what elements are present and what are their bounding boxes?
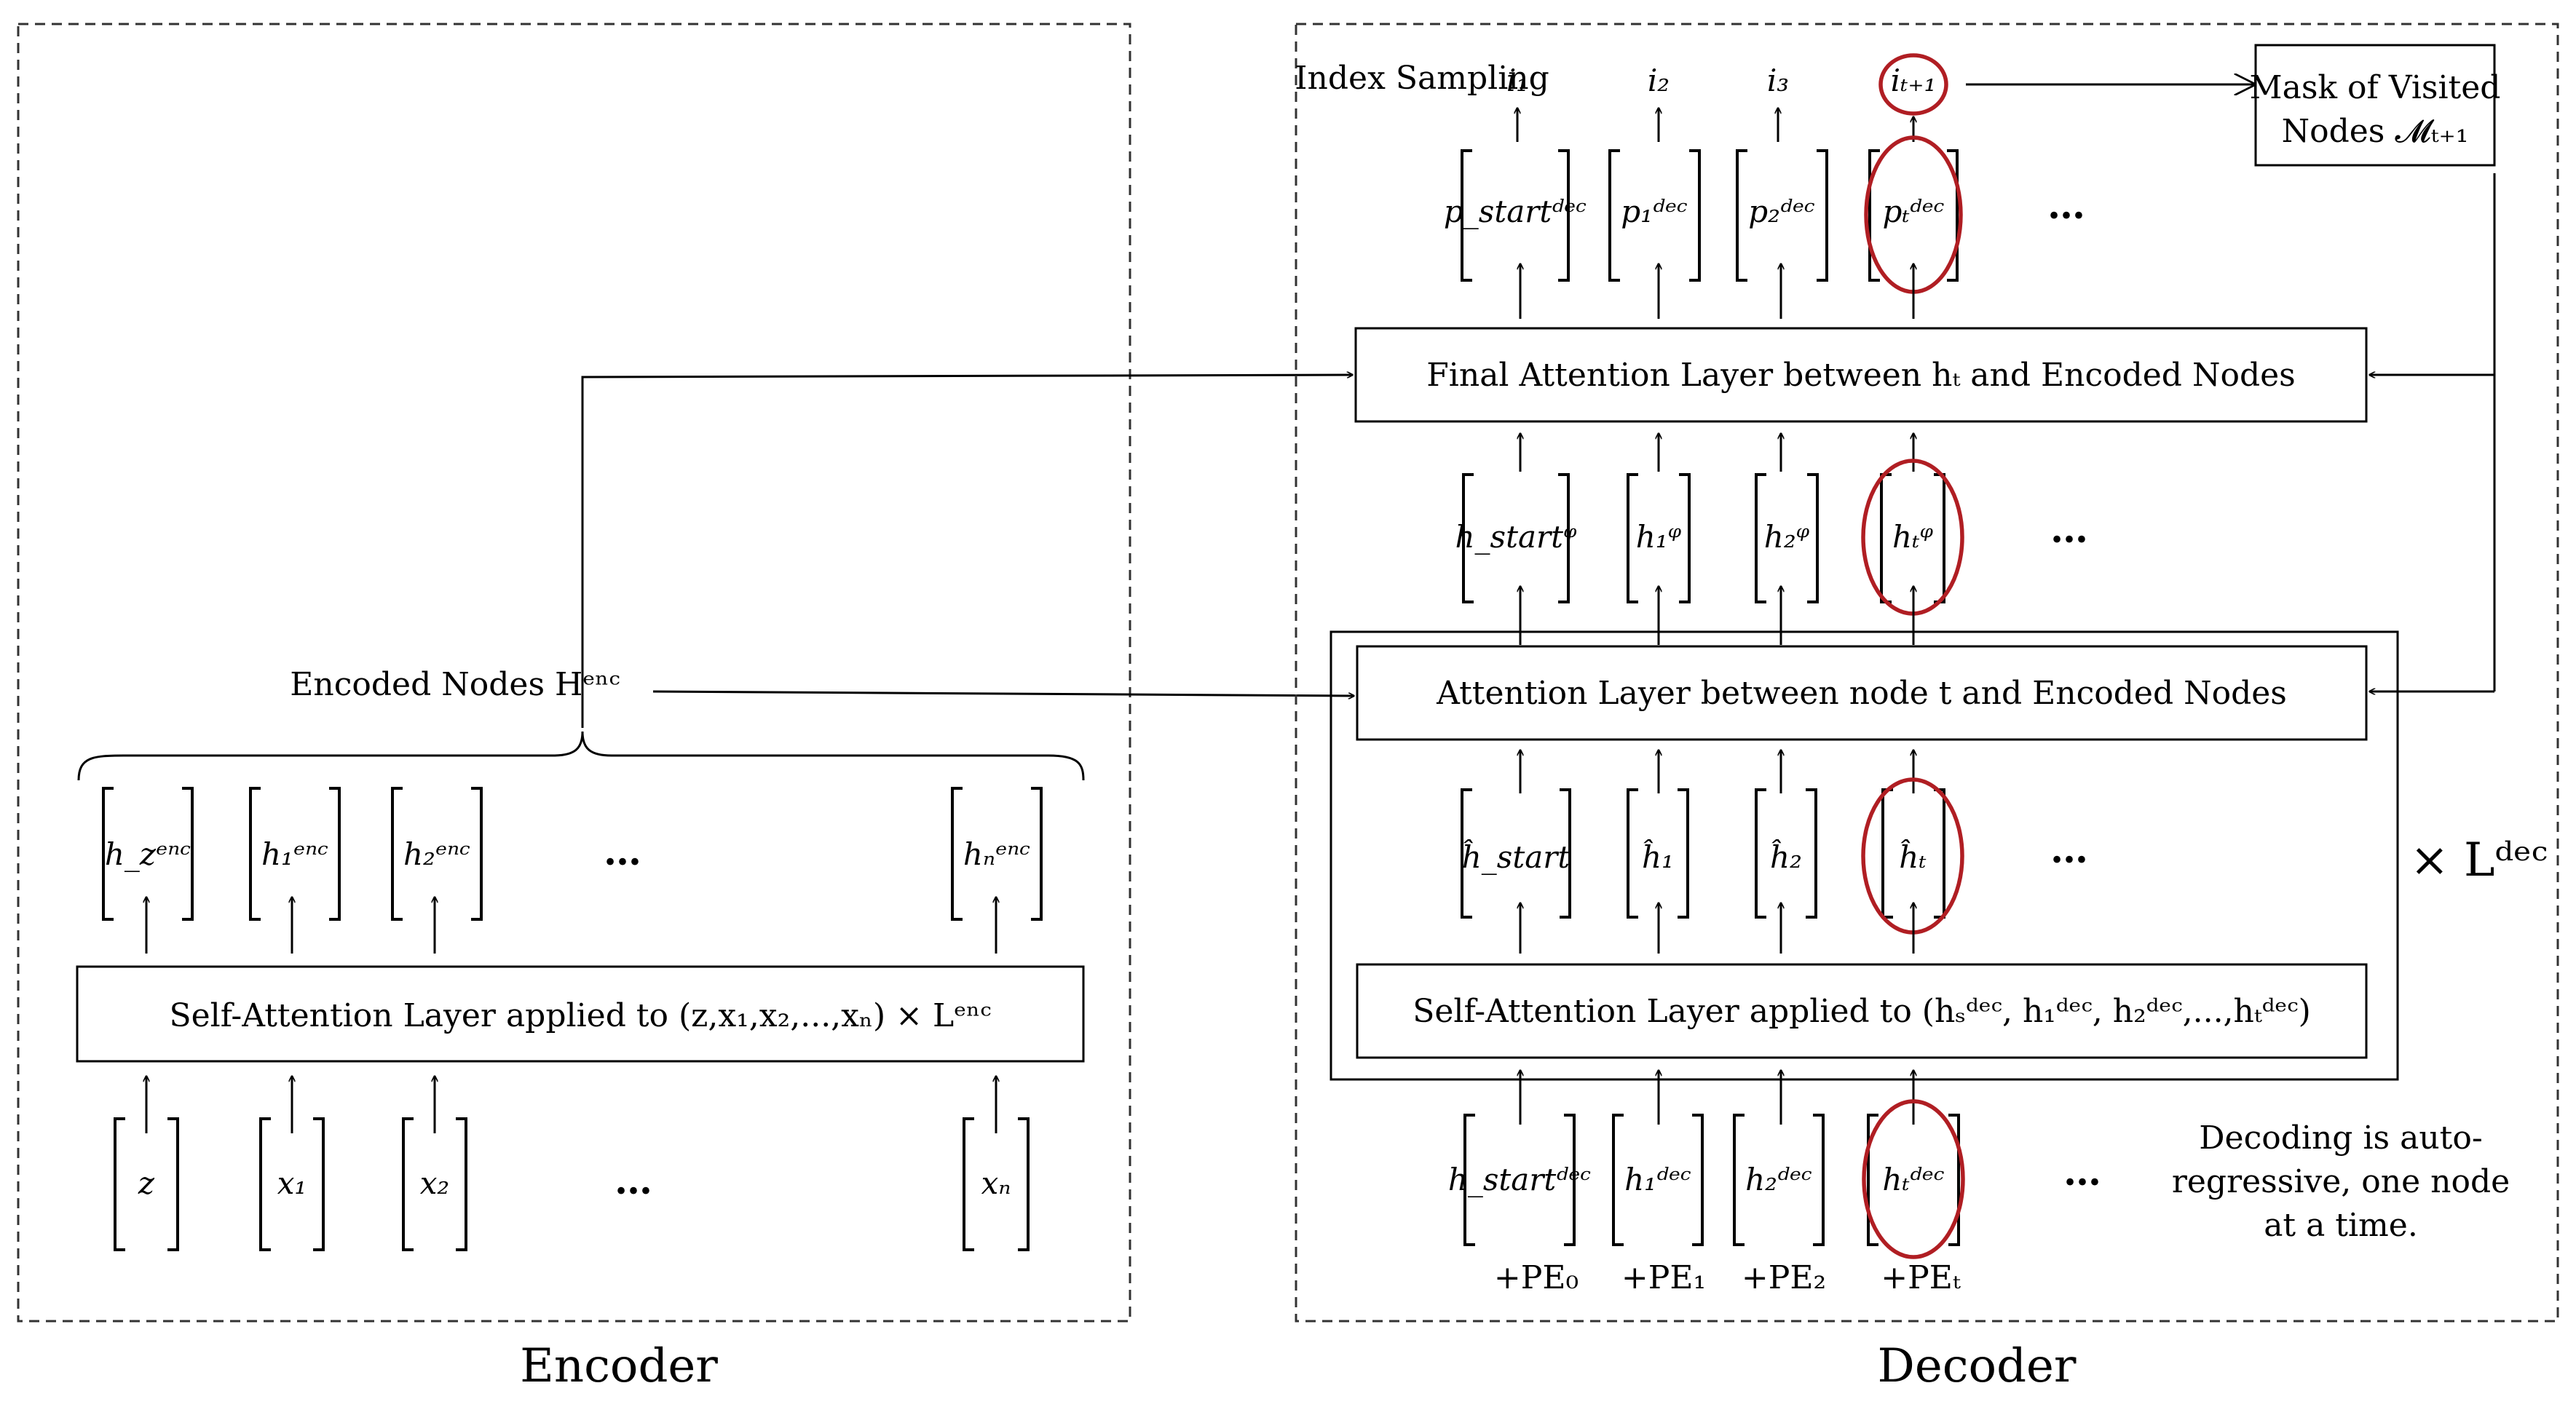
svg-text:h₂ᵠ: h₂ᵠ (1764, 519, 1810, 555)
final-attention-label: Final Attention Layer between hₜ and Enc… (1426, 357, 2295, 394)
prob-to-index-arrows (1517, 108, 1913, 142)
hat-1: ĥ₁ (1627, 788, 1689, 919)
svg-text:h_startᵈᵉᶜ: h_startᵈᵉᶜ (1448, 1162, 1591, 1197)
decoder-input-1: h₁ᵈᵉᶜ (1612, 1114, 1704, 1246)
svg-text:hₙᵉⁿᶜ: hₙᵉⁿᶜ (963, 836, 1030, 872)
pe-0: +PE₀ (1494, 1259, 1579, 1296)
query-2: h₂ᵠ (1755, 473, 1819, 603)
encoder-hidden-hn: hₙᵉⁿᶜ (951, 787, 1043, 921)
pe-2: +PE₂ (1742, 1259, 1826, 1296)
decoder-input-arrows (1520, 1070, 1913, 1125)
decoder-input-t-highlight (1862, 1099, 1965, 1259)
mask-label-line1: Mask of Visited (2250, 69, 2501, 106)
svg-text:h₁ᵉⁿᶜ: h₁ᵉⁿᶜ (261, 836, 328, 872)
query-ellipsis: … (2050, 507, 2088, 552)
decoder-input-start: h_startᵈᵉᶜ (1448, 1114, 1591, 1246)
decoder-frame (1295, 23, 2559, 1323)
encoded-to-final-attention-arrow (581, 375, 1353, 728)
hat-2: ĥ₂ (1755, 788, 1817, 919)
svg-text:hₜᵈᵉᶜ: hₜᵈᵉᶜ (1882, 1162, 1944, 1197)
hat-start: ĥ_start (1461, 788, 1571, 919)
encoder-input-arrows (146, 1076, 996, 1133)
attention-label: Attention Layer between node t and Encod… (1436, 675, 2287, 712)
prob-2: p₂ᵈᵉᶜ (1736, 149, 1828, 282)
index-i3: i₃ (1767, 63, 1789, 98)
decoder-repeat-block (1330, 630, 2399, 1081)
encoder-self-attention-label: Self-Attention Layer applied to (z,x₁,x₂… (169, 997, 991, 1034)
attention-to-query-arrows (1520, 586, 1913, 645)
encoder-hidden-hz: h_zᵉⁿᶜ (102, 787, 194, 921)
svg-text:ĥ₂: ĥ₂ (1770, 839, 1802, 875)
decoder-input-2: h₂ᵈᵉᶜ (1733, 1114, 1825, 1246)
encoded-to-attention-arrow (652, 690, 1354, 696)
index-it1-highlight (1878, 53, 1948, 116)
svg-text:ĥ₁: ĥ₁ (1642, 839, 1674, 875)
autoregressive-note-line2: regressive, one node (2172, 1163, 2510, 1200)
svg-text:z: z (138, 1165, 155, 1201)
encoder-hidden-arrows (146, 897, 996, 954)
query-1: h₁ᵠ (1627, 473, 1691, 603)
decoder-self-attention-layer (1356, 963, 2368, 1059)
query-start: h_startᵠ (1455, 473, 1577, 603)
final-attention-layer (1354, 327, 2368, 423)
hat-ellipsis: … (2050, 828, 2088, 872)
encoded-nodes-label: Encoded Nodes Hᵉⁿᶜ (290, 666, 620, 703)
encoded-nodes-brace (77, 731, 1085, 781)
encoder-input-x2: x₂ (402, 1117, 467, 1251)
svg-text:h₂ᵉⁿᶜ: h₂ᵉⁿᶜ (403, 836, 470, 872)
svg-text:p_startᵈᵉᶜ: p_startᵈᵉᶜ (1444, 194, 1587, 229)
svg-text:p₁ᵈᵉᶜ: p₁ᵈᵉᶜ (1621, 194, 1688, 229)
decoder-self-attention-label: Self-Attention Layer applied to (hₛᵈᵉᶜ, … (1413, 993, 2311, 1030)
prob-1: p₁ᵈᵉᶜ (1608, 149, 1701, 282)
encoder-hidden-h1: h₁ᵉⁿᶜ (249, 787, 341, 921)
encoder-self-attention-layer (76, 965, 1085, 1063)
hat-to-attention-arrows (1520, 750, 1913, 793)
self-attention-to-hat-arrows (1520, 903, 1913, 954)
index-it1: iₜ₊₁ (1891, 63, 1937, 98)
pe-1: +PE₁ (1621, 1259, 1706, 1296)
svg-text:ĥ_start: ĥ_start (1462, 839, 1571, 875)
final-attention-to-prob-arrows (1520, 263, 1913, 319)
index-i2: i₂ (1648, 63, 1670, 98)
svg-text:h₂ᵈᵉᶜ: h₂ᵈᵉᶜ (1745, 1162, 1812, 1197)
svg-text:p₂ᵈᵉᶜ: p₂ᵈᵉᶜ (1748, 194, 1815, 229)
prob-start: p_startᵈᵉᶜ (1444, 149, 1587, 282)
decoder-input-ellipsis: … (2063, 1150, 2101, 1194)
pe-t: +PEₜ (1881, 1259, 1961, 1296)
svg-text:h_zᵉⁿᶜ: h_zᵉⁿᶜ (105, 836, 191, 872)
svg-text:pₜᵈᵉᶜ: pₜᵈᵉᶜ (1882, 194, 1944, 229)
svg-text:h_startᵠ: h_startᵠ (1455, 519, 1577, 555)
query-to-final-attention-arrows (1520, 433, 1913, 472)
svg-text:hₜᵠ: hₜᵠ (1892, 519, 1933, 555)
prob-ellipsis: … (2047, 183, 2085, 228)
encoder-input-xn: xₙ (963, 1117, 1030, 1251)
encoder-input-x1: x₁ (259, 1117, 325, 1251)
autoregressive-note-line1: Decoding is auto- (2199, 1119, 2482, 1157)
encoder-input-ellipsis: … (615, 1159, 652, 1203)
encoder-hidden-h2: h₂ᵉⁿᶜ (391, 787, 483, 921)
index-i1: i₁ (1506, 63, 1528, 98)
encoder-hidden-ellipsis: … (604, 830, 641, 874)
mask-feedback-line (2369, 173, 2496, 693)
decoder-repeat-label: × Lᵈᵉᶜ (2410, 833, 2548, 887)
decoder-input-t: hₜᵈᵉᶜ (1862, 1099, 1965, 1259)
svg-text:h₁ᵈᵉᶜ: h₁ᵈᵉᶜ (1624, 1162, 1691, 1197)
svg-text:ĥₜ: ĥₜ (1899, 839, 1926, 875)
mask-label-line2: Nodes 𝓜ₜ₊₁ (2282, 113, 2469, 150)
encoder-title: Encoder (520, 1339, 718, 1393)
encoder-frame (17, 23, 1131, 1323)
decoder-title: Decoder (1878, 1339, 2077, 1393)
index-sampling-label: Index Sampling (1295, 60, 1549, 97)
svg-text:xₙ: xₙ (981, 1165, 1011, 1201)
svg-text:x₁: x₁ (277, 1165, 307, 1201)
mask-visited-nodes-box (2254, 44, 2496, 167)
svg-text:x₂: x₂ (420, 1165, 450, 1201)
autoregressive-note-line3: at a time. (2264, 1207, 2418, 1244)
attention-layer (1356, 645, 2368, 741)
encoder-input-z: z (114, 1117, 179, 1251)
svg-text:h₁ᵠ: h₁ᵠ (1636, 519, 1682, 555)
